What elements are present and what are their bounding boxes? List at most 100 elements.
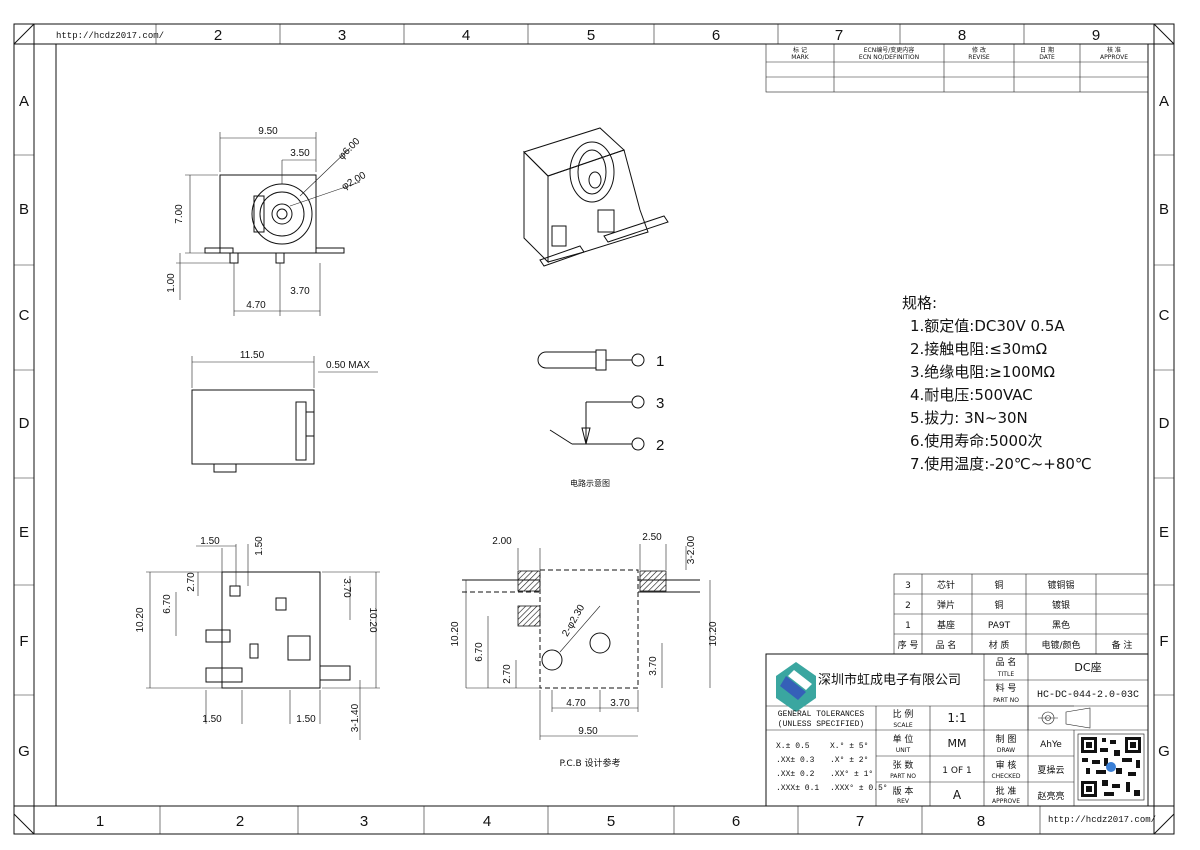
revision-table: 标 记 MARK ECN编号/变更内容 ECN NO/DEFINITION 修 …	[765, 43, 1149, 93]
bottom-column-labels: 1 2 3 4 5 6 7 8	[96, 813, 985, 830]
dim-bottom-c: 2.70	[186, 572, 197, 592]
top-col-label: 4	[462, 27, 470, 44]
mat-material: 铜	[994, 599, 1003, 611]
tolerance-left: .XX± 0.2	[776, 770, 815, 779]
top-col-label: 3	[338, 27, 346, 44]
dim-bottom-i: 1.50	[296, 714, 316, 725]
mat-no: 1	[905, 621, 911, 631]
rev-header-en: DATE	[1039, 54, 1055, 61]
tolerance-right: X.° ± 5°	[830, 742, 868, 751]
dim-pcb-c: 3-2.00	[686, 535, 697, 564]
dim-top-width: 9.50	[258, 126, 278, 137]
part-value: HC-DC-044-2.0-03C	[1037, 690, 1139, 701]
dim-side-length: 11.50	[240, 350, 265, 361]
dim-pcb-b: 2.50	[642, 532, 662, 543]
top-col-label: 9	[1092, 27, 1100, 44]
tolerance-title: GENERAL TOLERANCES	[778, 710, 865, 719]
dim-pcb-j: 4.70	[566, 698, 586, 709]
pin-label: 1	[656, 353, 664, 370]
dim-bottom-g: 10.20	[367, 607, 378, 632]
tolerance-right: .XX° ± 1°	[830, 770, 873, 779]
dim-bottom-e: 3.70	[341, 578, 352, 598]
dim-top-pin: 1.00	[166, 273, 177, 293]
dim-pcb-f: 6.70	[474, 642, 485, 662]
spec-item: 6.使用寿命:5000次	[910, 432, 1043, 450]
rev-header-en: ECN NO/DEFINITION	[859, 54, 919, 61]
dim-bottom-j: 3-1.40	[350, 703, 361, 732]
rev-header-cn: 修 改	[972, 46, 986, 54]
bottom-view: 1.50 1.50 2.70 6.70 3.70 10.20 10.20 1.5…	[135, 536, 380, 740]
tolerance-left: X.± 0.5	[776, 742, 810, 751]
top-col-label: 7	[835, 27, 843, 44]
company-logo	[776, 662, 816, 712]
mat-header-material: 材 质	[989, 639, 1010, 651]
row-label: F	[19, 633, 28, 650]
mat-name: 基座	[937, 619, 955, 631]
row-label: C	[19, 307, 30, 324]
outer-frame	[13, 23, 1175, 835]
mat-finish: 黑色	[1052, 619, 1070, 631]
row-label: G	[18, 743, 30, 760]
bottom-col-label: 6	[732, 813, 740, 830]
rev-label-en: REV	[897, 798, 910, 805]
part-label-en: PART NO	[993, 697, 1019, 704]
rev-header-cn: 核 准	[1107, 46, 1121, 54]
title-label-en: TITLE	[997, 671, 1014, 678]
dim-pcb-g: 2.70	[502, 664, 513, 684]
pcb-view: 2.00 2.50 3-2.00 2-φ2.30 10.20 6.70 2.70…	[450, 532, 719, 769]
bottom-col-label: 8	[977, 813, 985, 830]
draw-label-cn: 制 图	[996, 733, 1017, 745]
title-label-cn: 品 名	[996, 656, 1017, 668]
bottom-column-dividers	[159, 806, 1041, 834]
bottom-col-label: 1	[96, 813, 104, 830]
spec-item: 7.使用温度:-20℃~+80℃	[910, 455, 1092, 473]
sheet-label-cn: 张 数	[893, 759, 914, 771]
top-column-dividers	[155, 24, 1025, 44]
dim-bottom-f: 10.20	[135, 607, 146, 632]
scale-label-cn: 比 例	[893, 708, 914, 720]
check-label-en: CHECKED	[991, 773, 1020, 780]
qr-code-icon	[1077, 733, 1145, 801]
mat-finish: 镀铜锡	[1047, 579, 1074, 591]
part-label-cn: 料 号	[996, 682, 1017, 694]
projection-symbol-icon	[1038, 707, 1091, 729]
top-col-label: 6	[712, 27, 720, 44]
approve-label-cn: 批 准	[996, 785, 1017, 797]
dim-top-pitch-left: 4.70	[246, 300, 266, 311]
rev-header-en: REVISE	[968, 54, 990, 61]
dim-pcb-l: 9.50	[578, 726, 598, 737]
company-name: 深圳市虹成电子有限公司	[818, 672, 961, 688]
unit-label-cn: 单 位	[893, 733, 914, 745]
tolerance-left: .XXX± 0.1	[776, 784, 819, 793]
dim-top-pitch-right: 3.70	[290, 286, 310, 297]
dim-pcb-a: 2.00	[492, 536, 512, 547]
pin-label: 3	[656, 395, 664, 412]
top-col-label: 2	[214, 27, 222, 44]
mat-material: 铜	[994, 579, 1003, 591]
top-col-label: 8	[958, 27, 966, 44]
dim-top-dia-large: φ6.00	[336, 136, 362, 162]
dim-bottom-a: 1.50	[200, 536, 220, 547]
dim-pcb-h: 10.20	[708, 621, 719, 646]
row-label: C	[1159, 307, 1170, 324]
materials-table: 3 芯针 铜 镀铜锡 2 弹片 铜 镀银 1 基座 PA9T 黑色 序 号 品 …	[893, 573, 1149, 655]
rev-header-en: MARK	[791, 54, 809, 61]
mat-name: 芯针	[937, 579, 955, 591]
pcb-caption: P.C.B 设计参考	[559, 757, 620, 769]
dim-top-height: 7.00	[174, 204, 185, 224]
mat-no: 2	[905, 601, 911, 611]
mat-no: 3	[905, 581, 911, 591]
row-dividers	[14, 154, 1174, 696]
url-bottom: http://hcdz2017.com/	[1048, 815, 1156, 825]
dim-top-inner: 3.50	[290, 148, 310, 159]
circuit-caption: 电路示意图	[570, 478, 610, 488]
top-view: 9.50 3.50 φ6.00 φ2.00 7.00 1.00 4.70 3.7…	[166, 126, 368, 316]
tolerance-right: .X° ± 2°	[830, 756, 868, 765]
corner-marks	[13, 23, 1175, 835]
rev-header-cn: 日 期	[1040, 46, 1054, 54]
row-label: A	[19, 93, 29, 110]
mat-name: 弹片	[937, 599, 955, 611]
bottom-col-label: 4	[483, 813, 491, 830]
check-value: 夏操云	[1037, 764, 1064, 776]
bottom-col-label: 5	[607, 813, 615, 830]
